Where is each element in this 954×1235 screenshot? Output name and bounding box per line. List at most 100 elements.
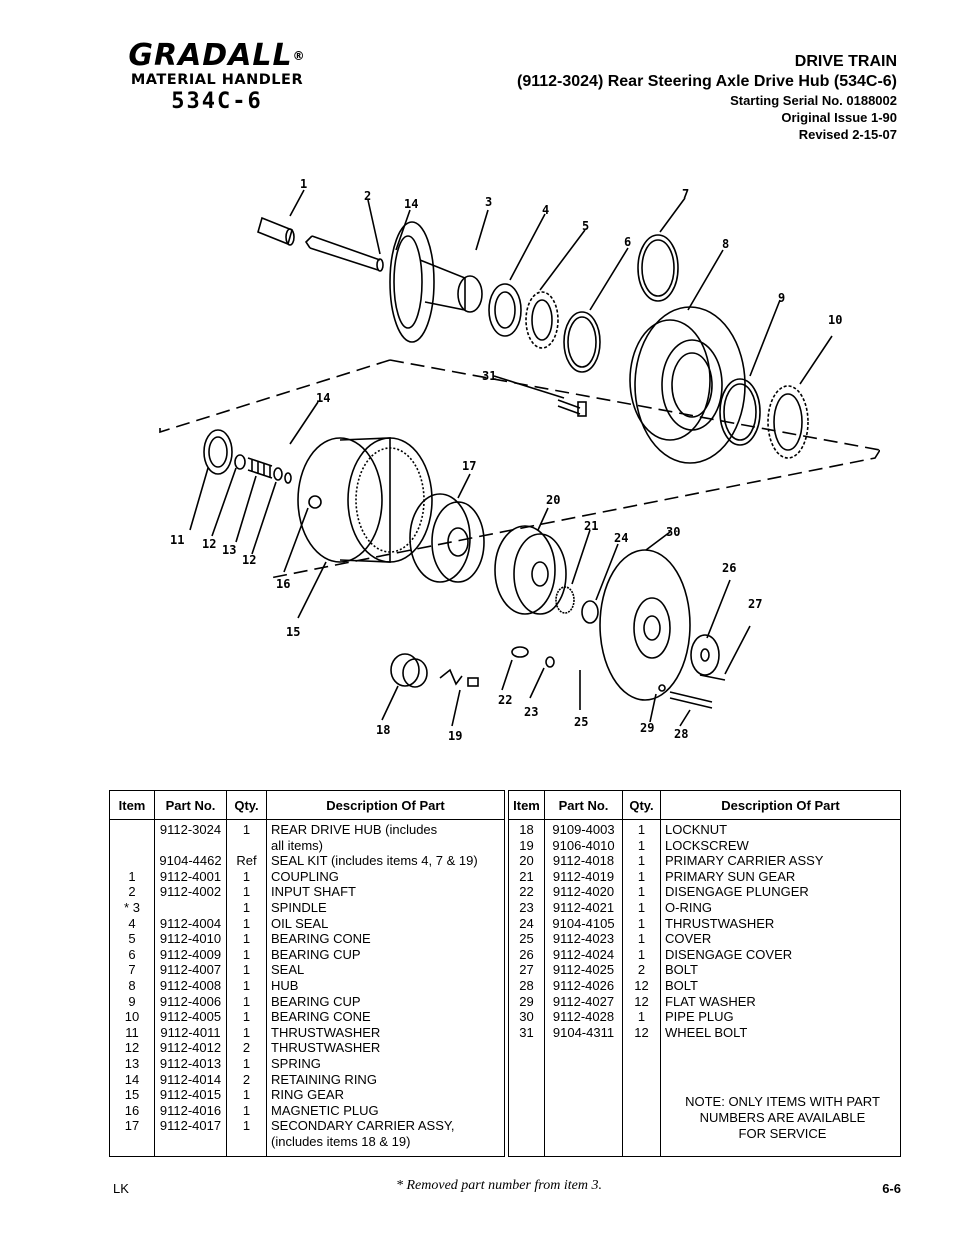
flat-washer-part — [658, 684, 666, 692]
row-7-desc: THRUSTWASHER — [665, 915, 775, 931]
row-13-desc: PIPE PLUG — [665, 1009, 734, 1025]
row-14-part: 9104-4311 — [552, 1024, 615, 1040]
callout-25: 25 — [574, 715, 588, 729]
row-9-item: 6 — [128, 946, 136, 962]
row-9-qty: 1 — [637, 946, 646, 962]
row-5-item: 2 — [128, 884, 136, 900]
row-12-desc: FLAT WASHER — [665, 993, 756, 1009]
callout-22: 22 — [498, 693, 512, 707]
row-14-item: 11 — [125, 1024, 139, 1040]
row-17-qty: 2 — [242, 1071, 251, 1087]
row-1-item — [110, 822, 154, 838]
row-10-item: 7 — [128, 962, 136, 978]
row-11-desc: BOLT — [665, 977, 698, 993]
row-10-item: 27 — [519, 962, 534, 978]
callout-5: 5 — [582, 219, 589, 233]
bearing-cone-2-part — [767, 385, 809, 459]
row-3-part: 9112-4018 — [552, 853, 615, 869]
row-10-desc: BOLT — [665, 962, 698, 978]
bearing-cup-2-part — [719, 378, 761, 446]
row-4-qty: 1 — [637, 868, 646, 884]
row-12-item: 9 — [128, 993, 136, 1009]
row-8-qty: 1 — [637, 931, 646, 947]
row-11-qty: 1 — [242, 977, 251, 993]
row-11-part: 9112-4026 — [552, 977, 615, 993]
footer-initials: LK — [113, 1181, 129, 1196]
row-6-item: * 3 — [124, 899, 140, 915]
row-2-desc: all items) — [271, 837, 324, 853]
row-5-qty: 1 — [637, 884, 646, 900]
row-3-qty: 1 — [637, 853, 646, 869]
row-9-part: 9112-4009 — [159, 946, 222, 962]
diagram-callouts: 1 2 14 3 4 5 6 7 8 9 10 31 14 17 20 21 2… — [170, 177, 842, 743]
callout-2: 2 — [364, 189, 371, 203]
assembly-axis-line — [159, 359, 880, 579]
callout-9: 9 — [778, 291, 785, 305]
logo-subtitle: MATERIAL HANDLER — [130, 72, 304, 88]
row-15-qty: 2 — [242, 1040, 251, 1056]
row-15-desc: THRUSTWASHER — [271, 1040, 381, 1056]
disengage-plunger-part — [511, 646, 529, 658]
callout-12: 12 — [202, 537, 216, 551]
row-4-part: 9112-4001 — [159, 868, 222, 884]
locknut-part — [390, 653, 428, 688]
section-title: DRIVE TRAIN — [794, 53, 897, 70]
secondary-carrier-part — [409, 493, 485, 583]
row-7-qty: 1 — [242, 915, 251, 931]
row-6-part — [155, 900, 226, 916]
row-19-qty: 1 — [242, 1102, 251, 1118]
row-14-item: 31 — [519, 1024, 534, 1040]
row-7-desc: OIL SEAL — [271, 915, 329, 931]
row-12-part: 9112-4006 — [159, 993, 222, 1009]
row-3-qty: Ref — [236, 853, 257, 869]
page-header: DRIVE TRAIN (9112-3024) Rear Steering Ax… — [517, 52, 897, 143]
row-3-part: 9104-4462 — [159, 853, 222, 869]
row-12-part: 9112-4027 — [552, 993, 615, 1009]
lockscrew-part — [439, 668, 479, 687]
note-line-2: NUMBERS ARE AVAILABLE — [699, 1110, 866, 1126]
row-11-part: 9112-4008 — [159, 977, 222, 993]
col-header-qty: Qty. — [226, 790, 267, 820]
row-4-item: 1 — [128, 868, 136, 884]
callout-14: 14 — [404, 197, 418, 211]
row-7-item: 24 — [519, 915, 534, 931]
row-19-item: 16 — [124, 1102, 140, 1118]
logo-model: 534C-6 — [171, 89, 263, 114]
row-1-item: 18 — [519, 822, 534, 837]
row-2-qty: 1 — [637, 837, 646, 853]
table-header-row: Item Part No. Qty. Description Of Part — [508, 790, 901, 820]
row-8-part: 9112-4010 — [159, 931, 222, 947]
callout-3: 3 — [485, 195, 492, 209]
row-4-desc: COUPLING — [271, 868, 339, 884]
row-14-part: 9112-4011 — [160, 1024, 221, 1040]
row-6-qty: 1 — [242, 899, 251, 915]
thrustwasher-part — [203, 429, 233, 475]
seal-part — [637, 234, 679, 302]
row-14-qty: 12 — [634, 1024, 649, 1040]
row-19-part: 9112-4016 — [159, 1102, 222, 1118]
row-18-part: 9112-4015 — [159, 1087, 222, 1103]
row-6-desc: SPINDLE — [271, 899, 327, 915]
col-header-part-no: Part No. — [154, 790, 227, 820]
row-18-item: 15 — [124, 1087, 140, 1103]
row-7-qty: 1 — [637, 915, 646, 931]
row-21-part — [155, 1134, 226, 1150]
logo-registered-mark: ® — [292, 49, 306, 63]
row-13-item: 10 — [124, 1009, 140, 1025]
row-2-qty — [227, 838, 266, 854]
revision-date: Revised 2-15-07 — [798, 127, 897, 142]
bolt-part — [699, 674, 726, 681]
row-1-desc: LOCKNUT — [665, 822, 728, 837]
original-issue: Original Issue 1-90 — [781, 110, 897, 125]
callout-18: 18 — [376, 723, 390, 737]
row-17-desc: RETAINING RING — [271, 1071, 377, 1087]
row-9-item: 26 — [519, 946, 534, 962]
col-header-description: Description Of Part — [660, 790, 901, 820]
cover-part — [599, 549, 691, 701]
oil-seal-part — [488, 283, 522, 337]
